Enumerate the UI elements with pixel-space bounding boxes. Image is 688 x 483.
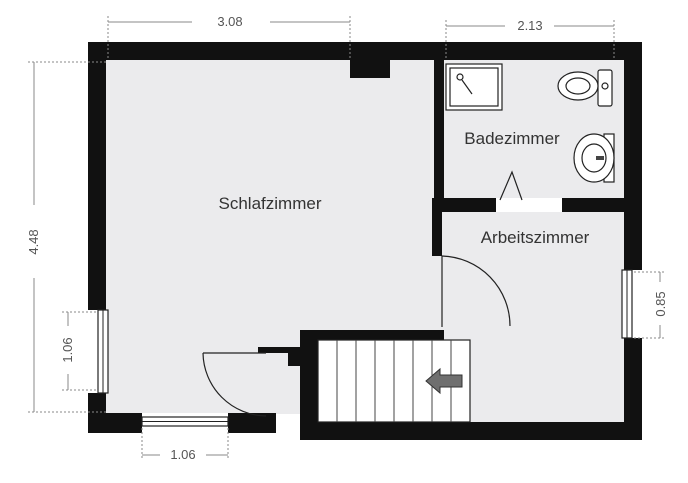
window-right xyxy=(621,269,633,339)
toilet-icon xyxy=(557,69,613,107)
room-label-arbeitszimmer: Arbeitszimmer xyxy=(481,228,590,247)
dimensions: 3.08 2.13 4.48 1.06 1.06 xyxy=(26,14,668,462)
wall-bottom-mid xyxy=(228,413,276,433)
walls xyxy=(88,42,642,440)
dimension-label-top-bedroom: 3.08 xyxy=(217,14,242,29)
wall-hall-stub xyxy=(258,347,300,353)
dimension-label-top-bath: 2.13 xyxy=(517,18,542,33)
door-bath xyxy=(499,170,523,201)
dimension-label-left-window: 1.06 xyxy=(60,337,75,362)
wall-right-lower xyxy=(624,338,642,440)
dimension-right-window: 0.85 xyxy=(634,271,668,339)
wall-study-left xyxy=(432,198,442,256)
wall-stair-left xyxy=(300,330,318,440)
dimension-top-bedroom: 3.08 xyxy=(107,14,351,60)
dimension-label-bottom-window: 1.06 xyxy=(170,447,195,462)
wall-bath-left xyxy=(434,42,444,210)
wall-bottom-left xyxy=(88,413,142,433)
door-study xyxy=(441,255,511,327)
wall-stair-top xyxy=(300,330,444,340)
shower-icon xyxy=(445,63,503,111)
wall-pillar xyxy=(350,60,390,78)
staircase xyxy=(317,339,471,423)
room-label-schlafzimmer: Schlafzimmer xyxy=(219,194,322,213)
windows xyxy=(97,269,633,427)
wall-bath-bottom-left xyxy=(434,198,496,212)
dimension-left-window: 1.06 xyxy=(60,311,98,391)
wall-top xyxy=(88,42,642,60)
dimension-label-right-window: 0.85 xyxy=(653,291,668,316)
dimension-left-height: 4.48 xyxy=(26,61,106,413)
window-bottom xyxy=(141,416,229,427)
wall-left-upper xyxy=(88,42,106,310)
sink-icon xyxy=(573,133,615,183)
doors xyxy=(202,170,523,417)
dimension-bottom-window: 1.06 xyxy=(141,428,229,462)
wall-right-upper xyxy=(624,42,642,270)
room-labels: Schlafzimmer Badezimmer Arbeitszimmer xyxy=(219,129,590,247)
room-label-badezimmer: Badezimmer xyxy=(464,129,560,148)
stair-steps xyxy=(336,340,452,422)
wall-bottom-right xyxy=(300,422,642,440)
stair-arrow-icon xyxy=(425,367,463,395)
window-left xyxy=(97,309,109,394)
dimension-top-bath: 2.13 xyxy=(445,18,615,60)
wall-bath-bottom-right xyxy=(562,198,624,212)
bath-fixtures xyxy=(445,63,615,183)
wall-hall-post xyxy=(288,350,300,366)
dimension-label-left-height: 4.48 xyxy=(26,229,41,254)
door-bedroom-exit xyxy=(202,352,267,417)
